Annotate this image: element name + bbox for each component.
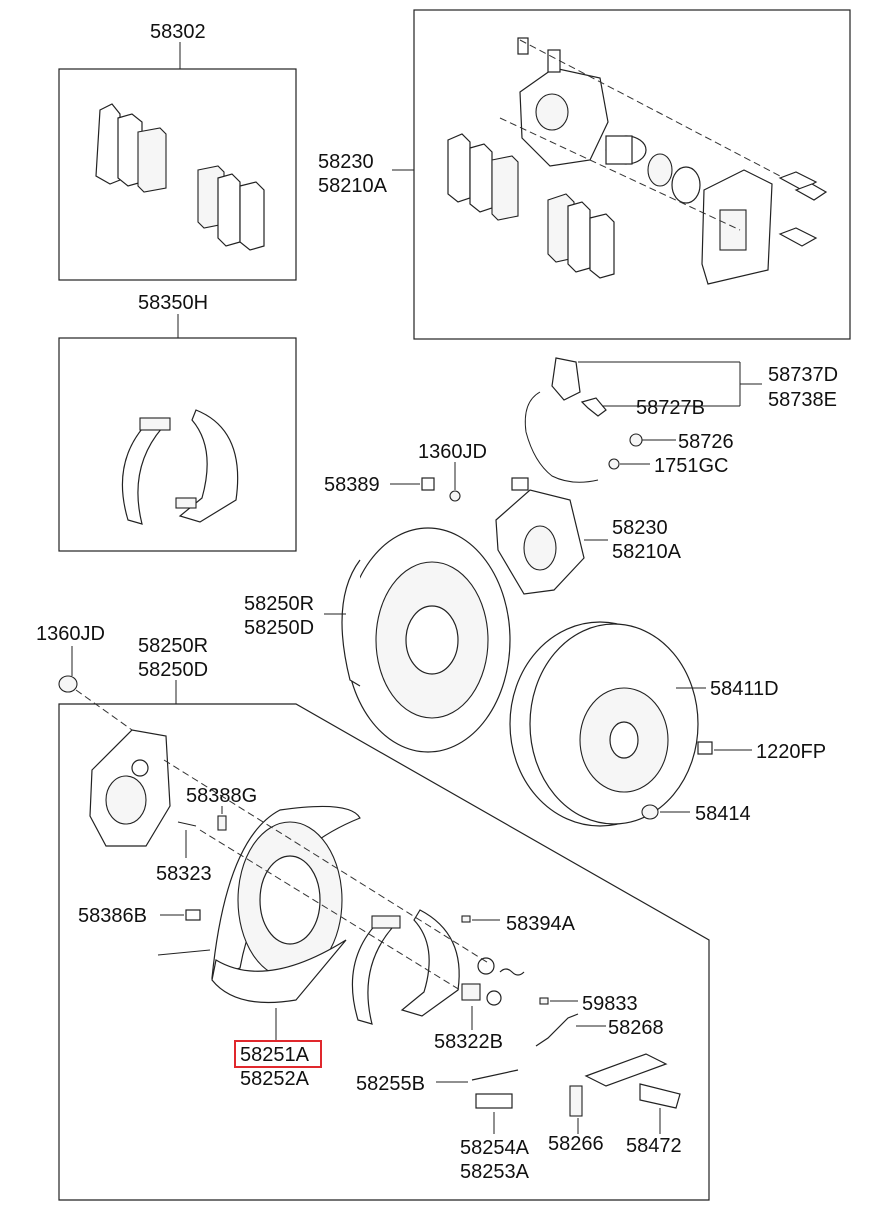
front-caliper-box: [392, 9, 851, 340]
label-58411D: 58411D: [710, 678, 779, 700]
brake-hose-assembly: [524, 357, 762, 483]
label-58210A-mid: 58210A: [612, 541, 682, 563]
strut-58472: [639, 1083, 681, 1109]
label-58250D-mid: 58250D: [244, 617, 314, 639]
pad-kit-box: [58, 42, 297, 281]
adjuster-58254A: [475, 1093, 513, 1109]
front-piston: [605, 135, 701, 204]
parking-brake-drum-plate: [211, 805, 361, 1004]
highlighted-part-58251A[interactable]: 58251A: [234, 1040, 322, 1068]
label-1751GC: 1751GC: [654, 455, 729, 477]
bolt-58389: [390, 462, 461, 502]
label-58230-mid: 58230: [612, 517, 668, 539]
label-58266: 58266: [548, 1133, 604, 1155]
brake-rotor: [509, 621, 752, 827]
front-clips: [778, 171, 828, 247]
label-58250D-left: 58250D: [138, 659, 208, 681]
pin-58323: [177, 806, 227, 858]
rear-drum-box: [58, 689, 710, 1201]
brake-pad-set-a: [95, 103, 167, 193]
rear-caliper: [495, 477, 608, 595]
label-58252A: 58252A: [240, 1068, 310, 1090]
label-58389: 58389: [324, 474, 380, 496]
label-58726: 58726: [678, 431, 734, 453]
label-59833: 59833: [582, 993, 638, 1015]
label-58737D: 58737D: [768, 364, 838, 386]
label-58472: 58472: [626, 1135, 682, 1157]
nut-58414: [641, 804, 659, 820]
label-58414: 58414: [695, 803, 751, 825]
label-58727B: 58727B: [636, 397, 705, 419]
highlight-box: [234, 1040, 322, 1068]
label-58250R-left: 58250R: [138, 635, 208, 657]
backing-plate-assembly: [324, 527, 511, 753]
parking-shoe-box: [58, 314, 297, 552]
label-1360JD-mid: 1360JD: [418, 441, 487, 463]
label-58322B: 58322B: [434, 1031, 503, 1053]
hose-clip-58727B: [580, 397, 607, 417]
label-58268: 58268: [608, 1017, 664, 1039]
label-58250R-mid: 58250R: [244, 593, 314, 615]
brake-pad-set-b: [197, 165, 265, 251]
washer-1360JD-left: [58, 646, 177, 704]
front-caliper-bracket: [701, 169, 773, 285]
label-58254A: 58254A: [460, 1137, 530, 1159]
label-58388G: 58388G: [186, 785, 257, 807]
strut-58472-top: [584, 1053, 668, 1087]
adjuster-pin-58386B: [157, 909, 211, 956]
label-58350H: 58350H: [138, 292, 208, 314]
label-58255B: 58255B: [356, 1073, 425, 1095]
front-pads-inner: [447, 133, 615, 279]
spring-58266: [569, 1085, 583, 1117]
label-58394A: 58394A: [506, 913, 576, 935]
label-58323: 58323: [156, 863, 212, 885]
front-caliper-body: [517, 37, 609, 167]
label-58738E: 58738E: [768, 389, 837, 411]
parking-shoe-kit: [121, 409, 239, 525]
label-58302: 58302: [150, 21, 206, 43]
label-58210A-top: 58210A: [318, 175, 388, 197]
label-58386B: 58386B: [78, 905, 147, 927]
label-58251A: 58251A: [240, 1044, 310, 1066]
label-58230-top: 58230: [318, 151, 374, 173]
label-58253A: 58253A: [460, 1161, 530, 1183]
caliper-carrier: [89, 729, 171, 847]
small-hardware: [436, 915, 681, 1134]
wheel-bolt-1220FP: [697, 741, 713, 755]
label-1220FP: 1220FP: [756, 741, 826, 763]
parking-shoes: [351, 909, 460, 1025]
boot-58388G: [217, 815, 227, 831]
label-1360JD-left: 1360JD: [36, 623, 105, 645]
